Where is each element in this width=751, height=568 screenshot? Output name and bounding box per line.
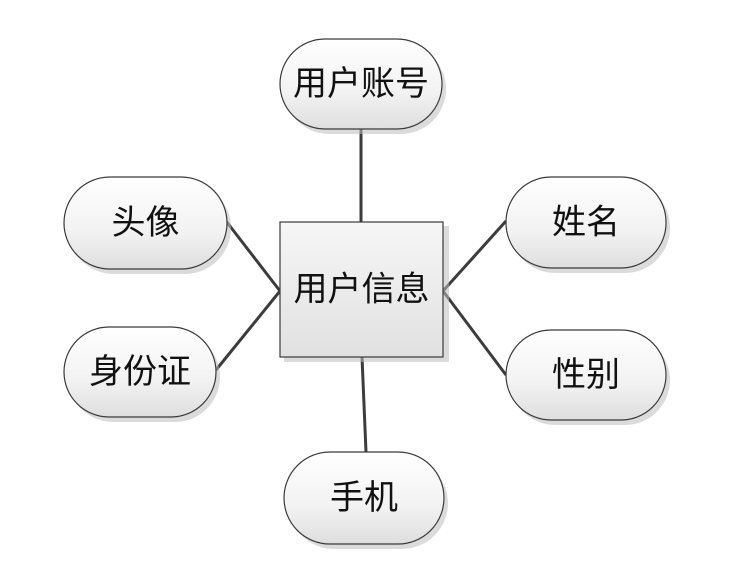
connector-left-upper	[224, 220, 282, 292]
entity-user-info: 用户信息	[279, 221, 449, 362]
connector-right-upper	[441, 219, 508, 293]
attribute-label-gender: 性别	[552, 355, 620, 395]
connectors	[214, 129, 508, 453]
attribute-user-account: 用户账号	[279, 38, 446, 134]
attribute-name: 姓名	[505, 176, 670, 273]
attribute-avatar: 头像	[63, 176, 231, 274]
connector-right-lower	[441, 290, 508, 376]
attribute-label-name: 姓名	[552, 203, 620, 243]
entity-label: 用户信息	[294, 270, 430, 310]
attribute-label-avatar: 头像	[112, 203, 180, 243]
connector-bottom	[360, 356, 368, 453]
attribute-label-user-account: 用户账号	[293, 64, 429, 104]
attribute-phone: 手机	[283, 451, 448, 549]
attribute-label-id-card: 身份证	[89, 352, 191, 392]
attribute-id-card: 身份证	[63, 326, 220, 422]
connector-left-lower	[214, 290, 282, 371]
attribute-label-phone: 手机	[330, 478, 398, 518]
attribute-gender: 性别	[505, 329, 670, 425]
